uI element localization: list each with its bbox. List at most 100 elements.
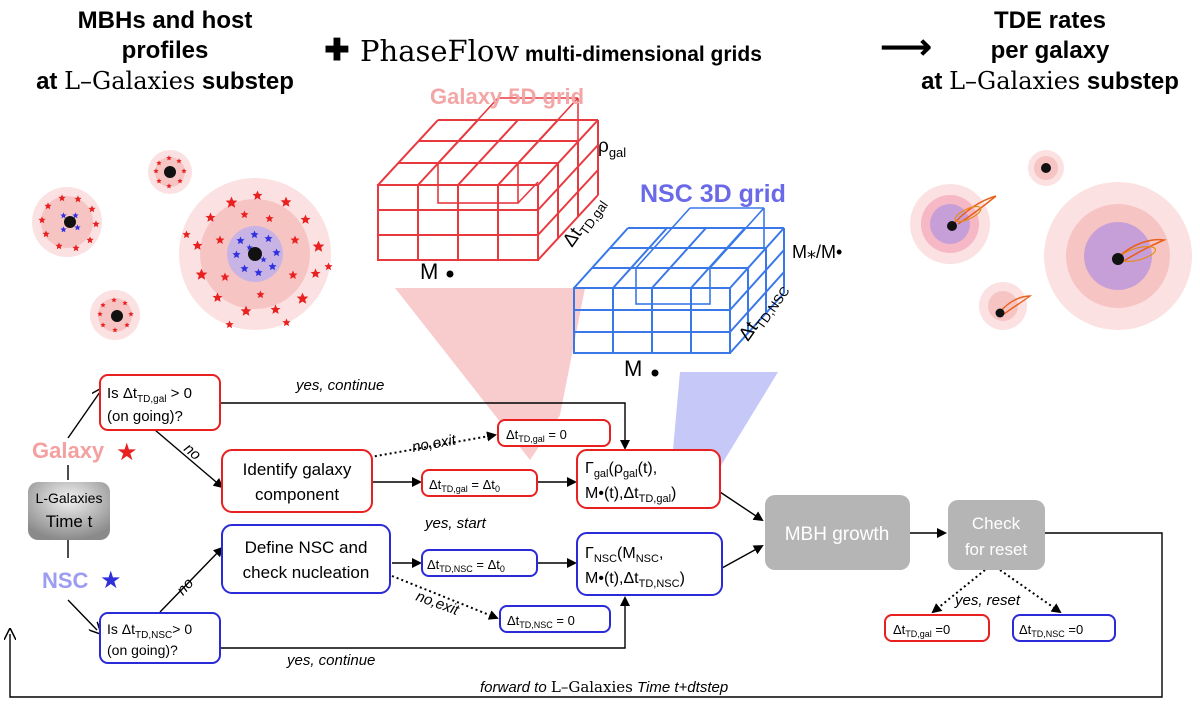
lgalaxies-time-node: L-Galaxies Time t — [28, 482, 110, 540]
tde-galaxy-medium — [910, 184, 997, 264]
header-right-at: at — [921, 68, 950, 95]
q-nsc-box: Is ΔtTD,NSC> 0 (on going)? — [99, 612, 221, 664]
tde-galaxy-large — [1044, 182, 1192, 330]
reset-nsc-text: ΔtTD,NSC =0 — [1019, 622, 1083, 639]
header-arrow-icon: ⟶ — [880, 26, 932, 67]
arrow-no-exit-gal — [364, 431, 497, 459]
header-left-line1: MBHs and host — [77, 7, 253, 34]
check-line1: Check — [972, 514, 1021, 533]
q-nsc-line2: (on going)? — [107, 642, 178, 658]
rate-nsc-line2: M•(t),ΔtTD,NSC) — [585, 570, 685, 590]
label-no-exit-top: no,exit — [411, 431, 458, 456]
tde-galaxy-small-top — [1028, 150, 1064, 186]
q-gal-line2: (on going)? — [107, 408, 183, 425]
check-reset-box: Check for reset — [948, 500, 1045, 570]
q-gal-line1: Is ΔtTD,gal > 0 — [107, 385, 192, 405]
rate-nsc-box: ΓNSC(MNSC, M•(t),ΔtTD,NSC) — [576, 532, 723, 596]
nsc-grid-axis-dt: ΔtTD,NSC — [735, 278, 793, 346]
identify-line2: component — [255, 485, 339, 504]
arrow-forward-loop — [10, 532, 1163, 698]
nsc-3d-grid — [573, 207, 785, 354]
header-right-line1: TDE rates — [993, 7, 1107, 34]
tde-galaxy-small-bottom — [979, 282, 1033, 330]
label-forward: forward to L–Galaxies Time t+dtstep — [480, 678, 728, 696]
header-left-substep: substep — [195, 68, 294, 95]
host-galaxy-small-bottom — [90, 290, 140, 340]
arrow-no-nsc — [159, 546, 224, 613]
rate-nsc-line1: ΓNSC(MNSC, — [585, 545, 663, 565]
header-left-line3: at L–Galaxies substep — [10, 66, 320, 97]
identify-galaxy-box: Identify galaxy component — [221, 449, 373, 513]
label-yes-continue-bottom: yes, continue — [286, 652, 375, 669]
header-left: MBHs and host profiles at L–Galaxies sub… — [10, 6, 320, 97]
galaxy-grid-axis-dt: ΔtTD,gal — [559, 193, 611, 253]
exit-nsc-box: ΔtTD,NSC = 0 — [499, 605, 611, 633]
q-nsc-line1: Is ΔtTD,NSC> 0 — [107, 621, 192, 641]
header-right: TDE rates per galaxy at L–Galaxies subst… — [900, 6, 1200, 97]
nsc-branch-label: NSC — [42, 568, 89, 593]
galaxy-grid-axis-m-bullet — [446, 270, 454, 278]
arrow-yes-continue-nsc — [220, 596, 630, 649]
set-gal-box: ΔtTD,gal = Δt0 — [421, 469, 538, 497]
header-plus-icon: ✚ — [324, 34, 350, 67]
host-galaxy-large — [179, 178, 333, 330]
label-yes-reset: yes, reset — [954, 592, 1021, 609]
rate-gal-line1: Γgal(ρgal(t), — [585, 460, 657, 480]
exit-nsc-text: ΔtTD,NSC = 0 — [507, 613, 575, 630]
reset-nsc-box: ΔtTD,NSC =0 — [1012, 614, 1116, 642]
label-no-top: no — [180, 440, 204, 464]
header-right-substep: substep — [1080, 68, 1179, 95]
host-galaxy-medium — [32, 187, 102, 257]
arrow-rate-gal-to-growth — [719, 491, 764, 522]
nsc-grid-axis-m-bullet — [651, 369, 659, 377]
set-nsc-text: ΔtTD,NSC = Δt0 — [427, 557, 505, 574]
header-right-code: L–Galaxies — [949, 67, 1081, 95]
header-middle-rest: multi-dimensional grids — [519, 43, 762, 66]
exit-gal-box: ΔtTD,gal = 0 — [497, 419, 611, 447]
lgalaxies-line2: Time t — [46, 512, 93, 531]
nsc-star-icon: ★ — [100, 567, 122, 594]
header-middle: PhaseFlow multi-dimensional grids — [360, 36, 870, 70]
header-right-line2: per galaxy — [990, 37, 1110, 64]
mbh-growth-label: MBH growth — [785, 524, 890, 545]
lgalaxies-line1: L-Galaxies — [36, 490, 103, 506]
galaxy-branch-label: Galaxy — [32, 438, 105, 463]
galaxy-5d-grid — [377, 97, 599, 261]
nsc-grid-title: NSC 3D grid — [640, 180, 786, 208]
arrow-rate-nsc-to-growth — [721, 545, 764, 569]
header-right-line3: at L–Galaxies substep — [900, 66, 1200, 97]
galaxy-star-icon: ★ — [116, 439, 138, 466]
header-left-code: L–Galaxies — [64, 67, 196, 95]
label-no-exit-bottom: no,exit — [414, 588, 462, 619]
arrow-check-to-reset-nsc — [999, 569, 1062, 614]
set-gal-text: ΔtTD,gal = Δt0 — [429, 477, 500, 494]
define-line2: check nucleation — [243, 563, 370, 582]
nsc-grid-axis-m: M — [624, 356, 642, 381]
header-left-line2: profiles — [121, 37, 209, 64]
galaxy-grid-title: Galaxy 5D grid — [430, 84, 584, 109]
arrow-check-to-reset-gal — [931, 569, 986, 614]
identify-line1: Identify galaxy — [243, 460, 352, 479]
arrow-lgal-to-q-gal — [67, 392, 100, 439]
arrow-no-exit-nsc — [391, 575, 499, 620]
set-nsc-box: ΔtTD,NSC = Δt0 — [421, 549, 538, 577]
galaxy-grid-axis-rho: ρgal — [598, 136, 626, 160]
arrow-yes-continue-gal — [220, 402, 630, 450]
arrow-no-gal — [154, 429, 224, 489]
rate-gal-line2: M•(t),ΔtTD,gal) — [585, 485, 676, 505]
label-yes-start: yes, start — [424, 515, 487, 532]
flow-connectors — [10, 392, 1163, 698]
mbh-growth-box: MBH growth — [765, 495, 910, 570]
galaxy-grid-projection-beam — [395, 288, 585, 460]
define-nsc-box: Define NSC and check nucleation — [221, 524, 391, 594]
label-yes-continue-top: yes, continue — [295, 377, 384, 394]
define-line1: Define NSC and — [245, 538, 368, 557]
header-left-at: at — [36, 68, 65, 95]
arrow-lgal-to-q-nsc — [67, 599, 97, 630]
host-galaxy-small-top — [148, 150, 192, 194]
nsc-grid-axis-ratio: M⁎/M• — [792, 242, 842, 262]
rate-gal-box: Γgal(ρgal(t), M•(t),ΔtTD,gal) — [576, 449, 721, 509]
check-line2: for reset — [965, 540, 1028, 559]
